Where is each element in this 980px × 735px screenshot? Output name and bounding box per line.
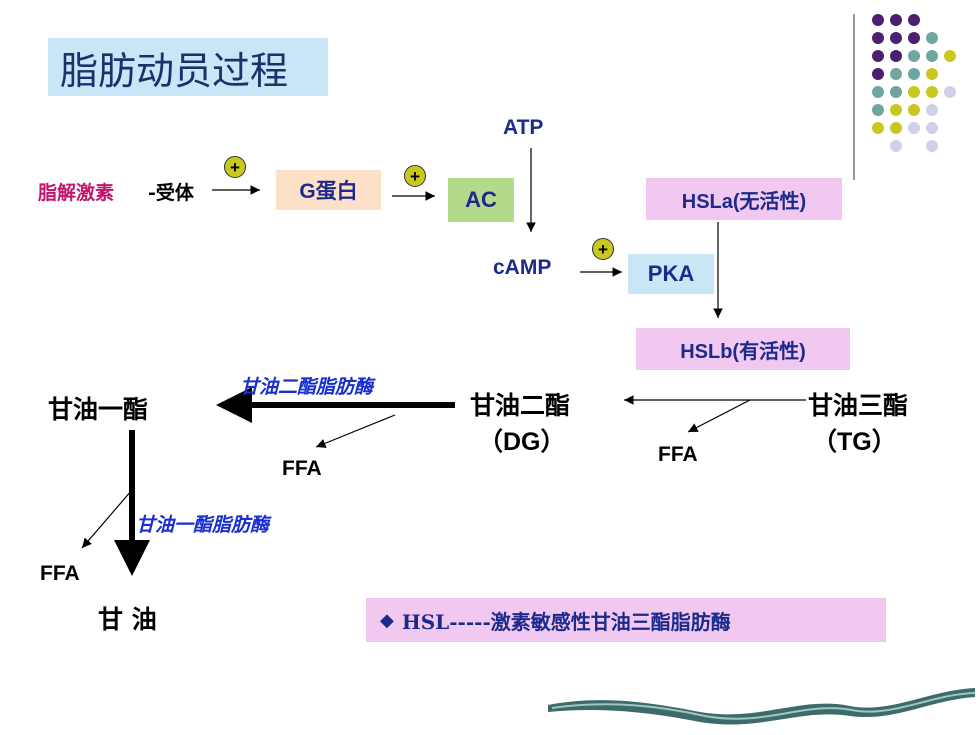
hslb-box: HSLb(有活性) [636,328,850,370]
divider-line [853,14,855,180]
decorative-dot [944,50,956,62]
decorative-dot [872,50,884,62]
decorative-dot [926,32,938,44]
dg-lipase-label: 甘油二酯脂肪酶 [240,376,374,398]
glycerol-label: 甘 油 [98,605,157,634]
ac-label: AC [465,187,497,212]
note-text: HSL-----激素敏感性甘油三酯脂肪酶 [401,609,731,634]
decorative-dot [872,86,884,98]
g-protein-label: G蛋白 [299,180,358,203]
note-box: ◆ HSL-----激素敏感性甘油三酯脂肪酶 [366,598,886,642]
atp-label: ATP [503,116,544,139]
camp-label: cAMP [493,256,552,279]
decorative-dot [908,86,920,98]
hsla-label: HSLa(无活性) [681,190,807,213]
hormone-label: 脂解激素 [38,182,115,204]
ac-box: AC [448,178,514,222]
decorative-dot-grid [872,14,972,164]
decorative-dot [890,122,902,134]
decorative-dot [890,104,902,116]
decorative-dot [926,86,938,98]
mg-lipase-label: 甘油一酯脂肪酶 [136,514,270,536]
decorative-dot [908,14,920,26]
decorative-dot [926,122,938,134]
tg-label: 甘油三酯 [808,391,909,420]
decorative-dot [926,50,938,62]
hsla-box: HSLa(无活性) [646,178,842,220]
ffa-label-mg: FFA [40,562,80,585]
decorative-dot [872,122,884,134]
slide-title: 脂肪动员过程 [60,49,289,93]
decorative-dot [890,32,902,44]
decorative-dot [908,68,920,80]
decorative-dot [872,32,884,44]
pka-box: PKA [628,254,714,294]
decorative-dot [890,50,902,62]
title-background [48,38,328,96]
decorative-dot [926,68,938,80]
decorative-dot [872,68,884,80]
decorative-dot [908,122,920,134]
dg-abbr-label: （DG） [478,428,566,456]
decorative-dot [872,14,884,26]
mg-label: 甘油一酯 [48,395,149,424]
decorative-dot [944,86,956,98]
decorative-dot [908,50,920,62]
decorative-dot [926,140,938,152]
decorative-dot [908,32,920,44]
hslb-label: HSLb(有活性) [680,340,806,363]
decorative-dot [872,104,884,116]
decorative-dot [890,140,902,152]
decorative-dot [908,104,920,116]
plus-icon: + [592,238,614,260]
dg-label: 甘油二酯 [470,391,571,420]
decorative-dot [890,86,902,98]
diamond-bullet-icon: ◆ [380,609,394,631]
ffa-label-tg: FFA [658,443,698,466]
g-protein-box: G蛋白 [276,170,381,210]
tg-abbr-label: （TG） [812,428,897,456]
pka-label: PKA [647,261,695,286]
plus-icon: + [224,156,246,178]
decorative-dot [890,68,902,80]
receptor-label: -受体 [148,182,194,204]
decorative-dot [890,14,902,26]
ffa-label-dg: FFA [282,457,322,480]
decorative-dot [926,104,938,116]
plus-icon: + [404,165,426,187]
